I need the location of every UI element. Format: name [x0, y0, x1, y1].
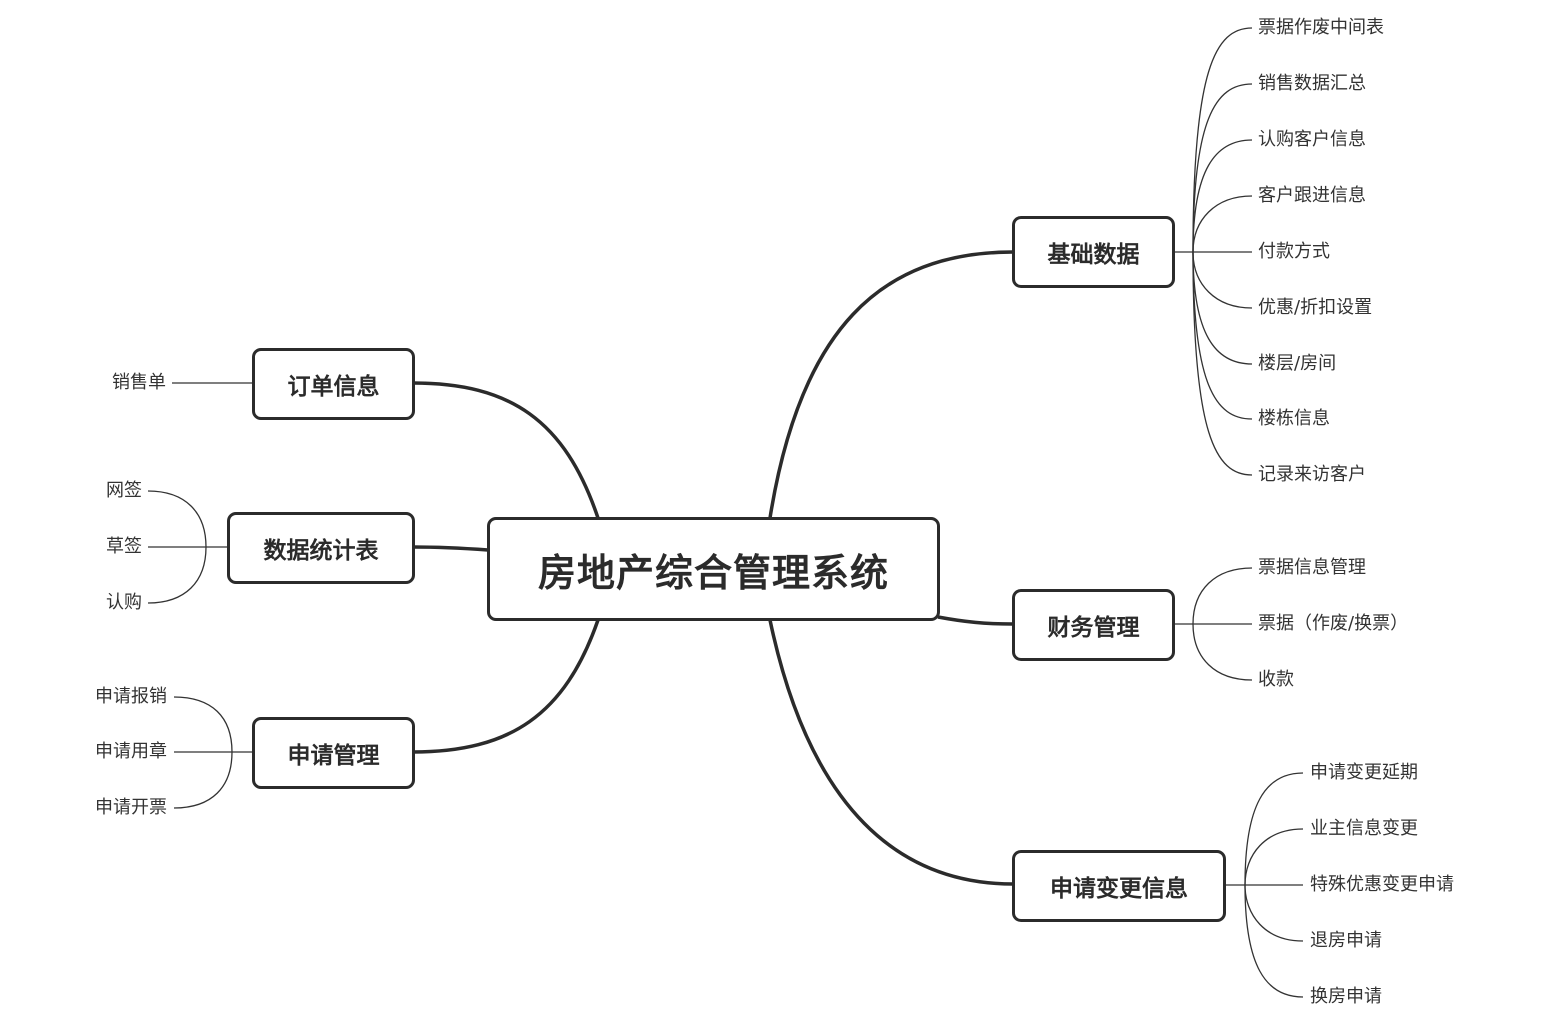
branch-shenqing-biangeng[interactable]: 申请变更信息: [1012, 850, 1226, 922]
leaf-jichu[interactable]: 客户跟进信息: [1258, 185, 1366, 206]
leaf-jichu[interactable]: 楼层/房间: [1258, 353, 1337, 374]
root-node[interactable]: 房地产综合管理系统: [487, 517, 940, 621]
tongji-leaf-connectors: [147, 490, 228, 604]
biangeng-leaf-connectors: [1225, 772, 1304, 998]
leaf-caiwu[interactable]: 票据信息管理: [1258, 557, 1366, 578]
branch-label: 基础数据: [1047, 242, 1140, 268]
leaf-caiwu[interactable]: 票据（作废/换票）: [1258, 613, 1409, 634]
branch-dingdan-xinxi[interactable]: 订单信息: [252, 348, 415, 420]
leaf-biangeng[interactable]: 换房申请: [1310, 986, 1382, 1007]
branch-label: 财务管理: [1047, 615, 1140, 641]
leaf-jichu[interactable]: 记录来访客户: [1258, 464, 1366, 485]
branch-label: 数据统计表: [263, 538, 379, 564]
caiwu-leaf-connectors: [1174, 567, 1253, 681]
leaf-biangeng[interactable]: 特殊优惠变更申请: [1310, 874, 1454, 895]
leaf-jichu[interactable]: 付款方式: [1258, 241, 1330, 262]
shenqing-leaf-connectors: [173, 696, 253, 809]
leaf-jichu[interactable]: 优惠/折扣设置: [1258, 297, 1373, 318]
link-root-biangeng: [768, 619, 1014, 886]
leaf-tongji[interactable]: 认购: [106, 592, 142, 613]
branch-caiwu-guanli[interactable]: 财务管理: [1012, 589, 1175, 661]
link-root-dingdan: [412, 381, 600, 519]
root-label: 房地产综合管理系统: [537, 550, 889, 595]
branch-shenqing-guanli[interactable]: 申请管理: [252, 717, 415, 789]
branch-label: 订单信息: [287, 374, 380, 400]
leaf-jichu[interactable]: 销售数据汇总: [1258, 73, 1366, 94]
leaf-jichu[interactable]: 楼栋信息: [1258, 408, 1330, 429]
link-root-jichu: [768, 250, 1014, 519]
branch-shuju-tongji[interactable]: 数据统计表: [227, 512, 415, 584]
leaf-shenqing[interactable]: 申请开票: [95, 797, 167, 818]
leaf-jichu[interactable]: 认购客户信息: [1258, 129, 1366, 150]
link-root-tongji: [412, 545, 489, 552]
branch-label: 申请变更信息: [1050, 876, 1188, 902]
branch-label: 申请管理: [287, 743, 380, 769]
leaf-shenqing[interactable]: 申请报销: [95, 686, 167, 707]
leaf-shenqing[interactable]: 申请用章: [95, 741, 167, 762]
leaf-tongji[interactable]: 网签: [106, 480, 142, 501]
leaf-caiwu[interactable]: 收款: [1258, 669, 1294, 690]
branch-jichu-shuju[interactable]: 基础数据: [1012, 216, 1175, 288]
leaf-biangeng[interactable]: 业主信息变更: [1310, 818, 1418, 839]
leaf-dingdan[interactable]: 销售单: [112, 372, 166, 393]
link-root-caiwu: [937, 615, 1014, 626]
leaf-tongji[interactable]: 草签: [106, 536, 142, 557]
leaf-biangeng[interactable]: 申请变更延期: [1310, 762, 1418, 783]
link-root-shenqing: [412, 619, 600, 754]
leaf-jichu[interactable]: 票据作废中间表: [1258, 17, 1384, 38]
jichu-leaf-connectors: [1174, 27, 1253, 476]
leaf-biangeng[interactable]: 退房申请: [1310, 930, 1382, 951]
